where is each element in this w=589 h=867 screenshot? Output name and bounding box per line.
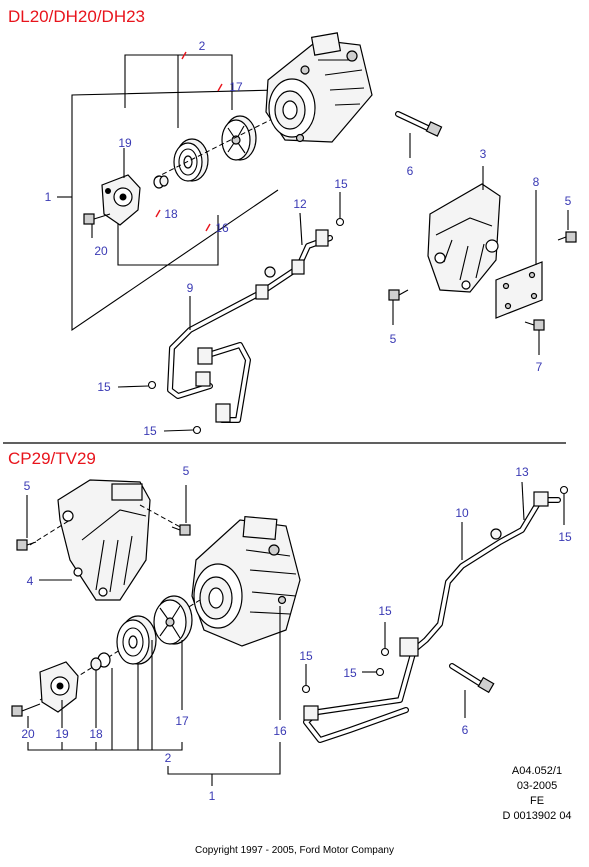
callout-15-bottom-d: 15 <box>299 649 313 663</box>
callout-4: 4 <box>27 574 34 588</box>
callout-13: 13 <box>515 465 529 479</box>
callout-6-bottom: 6 <box>462 723 469 737</box>
callout-15-top-b: 15 <box>97 380 111 394</box>
callout-5-bottom-right: 5 <box>183 464 190 478</box>
callout-5-bottom-left: 5 <box>24 479 31 493</box>
bolt-6-top <box>395 111 443 158</box>
axis-line-top <box>154 109 291 179</box>
callout-15-bottom-a: 15 <box>558 530 572 544</box>
callout-16-bottom: 16 <box>273 724 287 738</box>
callout-10: 10 <box>455 506 469 520</box>
pulley-hub-19-bottom <box>39 661 79 713</box>
section-title-bottom: CP29/TV29 <box>8 449 96 468</box>
callout-17-top: 17 <box>229 80 243 94</box>
callout-15-top-c: 15 <box>143 424 157 438</box>
callout-15-bottom-b: 15 <box>378 604 392 618</box>
slash-2 <box>181 51 187 60</box>
callout-17-bottom: 17 <box>175 714 189 728</box>
bracket-16 <box>117 215 219 266</box>
callout-5-right: 5 <box>565 194 572 208</box>
callout-2-top: 2 <box>199 39 206 53</box>
o-ring-15-a <box>335 192 345 227</box>
callout-19-top: 19 <box>118 136 132 150</box>
pulley-bottom <box>116 615 157 665</box>
info-region: FE <box>529 795 545 807</box>
copyright: Copyright 1997 - 2005, Ford Motor Compan… <box>195 845 394 856</box>
hose-assembly-bottom <box>303 481 561 743</box>
compressor-top <box>265 32 373 143</box>
slash-18 <box>155 209 161 218</box>
callout-16-top: 16 <box>215 221 229 235</box>
callout-2-bottom: 2 <box>165 751 172 765</box>
slash-17 <box>217 83 223 92</box>
callout-9: 9 <box>187 281 194 295</box>
slash-16 <box>205 223 211 232</box>
compressor-bottom <box>191 515 301 647</box>
info-doc: D 0013902 04 <box>502 810 572 822</box>
callouts-bottom: 5 5 4 13 10 15 15 15 15 6 20 19 18 17 16… <box>21 464 572 803</box>
pulley-hub-19-top <box>101 148 141 226</box>
callout-1-bottom: 1 <box>209 789 216 803</box>
bolt-7 <box>524 319 545 355</box>
callout-15-top-a: 15 <box>334 177 348 191</box>
bolt-5-bottom-left <box>16 495 37 551</box>
clutch-plate-17-top <box>221 115 257 161</box>
callout-12: 12 <box>293 197 307 211</box>
callout-20-top: 20 <box>94 244 108 258</box>
bolt-20-bottom <box>11 703 41 717</box>
o-ring-15-bottom-a <box>559 485 569 525</box>
o-ring-15-c <box>163 425 202 435</box>
callout-8: 8 <box>533 175 540 189</box>
info-ref: A04.052/1 <box>511 765 563 777</box>
pulley-top <box>173 138 209 182</box>
callout-15-bottom-c: 15 <box>343 666 357 680</box>
mount-bracket-3 <box>427 166 501 293</box>
callout-19-bottom: 19 <box>55 727 69 741</box>
clutch-plate-17-bottom <box>153 595 193 645</box>
bolt-5-bottom-right <box>171 485 191 536</box>
callout-1-top: 1 <box>45 190 52 204</box>
callout-20-bottom: 20 <box>21 727 35 741</box>
bracket-2 <box>124 54 233 110</box>
callouts-top: 2 17 19 1 18 16 20 6 3 8 5 15 12 9 15 15… <box>45 39 572 438</box>
washers-18-bottom <box>90 652 111 671</box>
plate-8 <box>495 190 543 319</box>
bolt-5-mid <box>388 289 409 325</box>
o-ring-15-b <box>117 380 157 390</box>
section-title-top: DL20/DH20/DH23 <box>8 7 145 26</box>
bolt-5-right <box>557 210 577 243</box>
callout-3: 3 <box>480 147 487 161</box>
o-ring-15-bottom-d <box>301 664 311 694</box>
info-date: 03-2005 <box>516 780 558 792</box>
o-ring-15-bottom-c <box>362 667 385 677</box>
bracket-1-top <box>57 89 279 332</box>
callout-5-mid: 5 <box>390 332 397 346</box>
hose-assembly-top <box>167 212 333 423</box>
bolt-6-bottom <box>449 663 495 718</box>
mount-bracket-4 <box>39 479 151 601</box>
bolt-20-top <box>83 213 111 238</box>
o-ring-15-bottom-b <box>380 622 390 657</box>
callout-7: 7 <box>536 360 543 374</box>
callout-6-top: 6 <box>407 164 414 178</box>
callout-18-top: 18 <box>164 207 178 221</box>
leaders-bottom <box>27 606 281 786</box>
callout-18-bottom: 18 <box>89 727 103 741</box>
